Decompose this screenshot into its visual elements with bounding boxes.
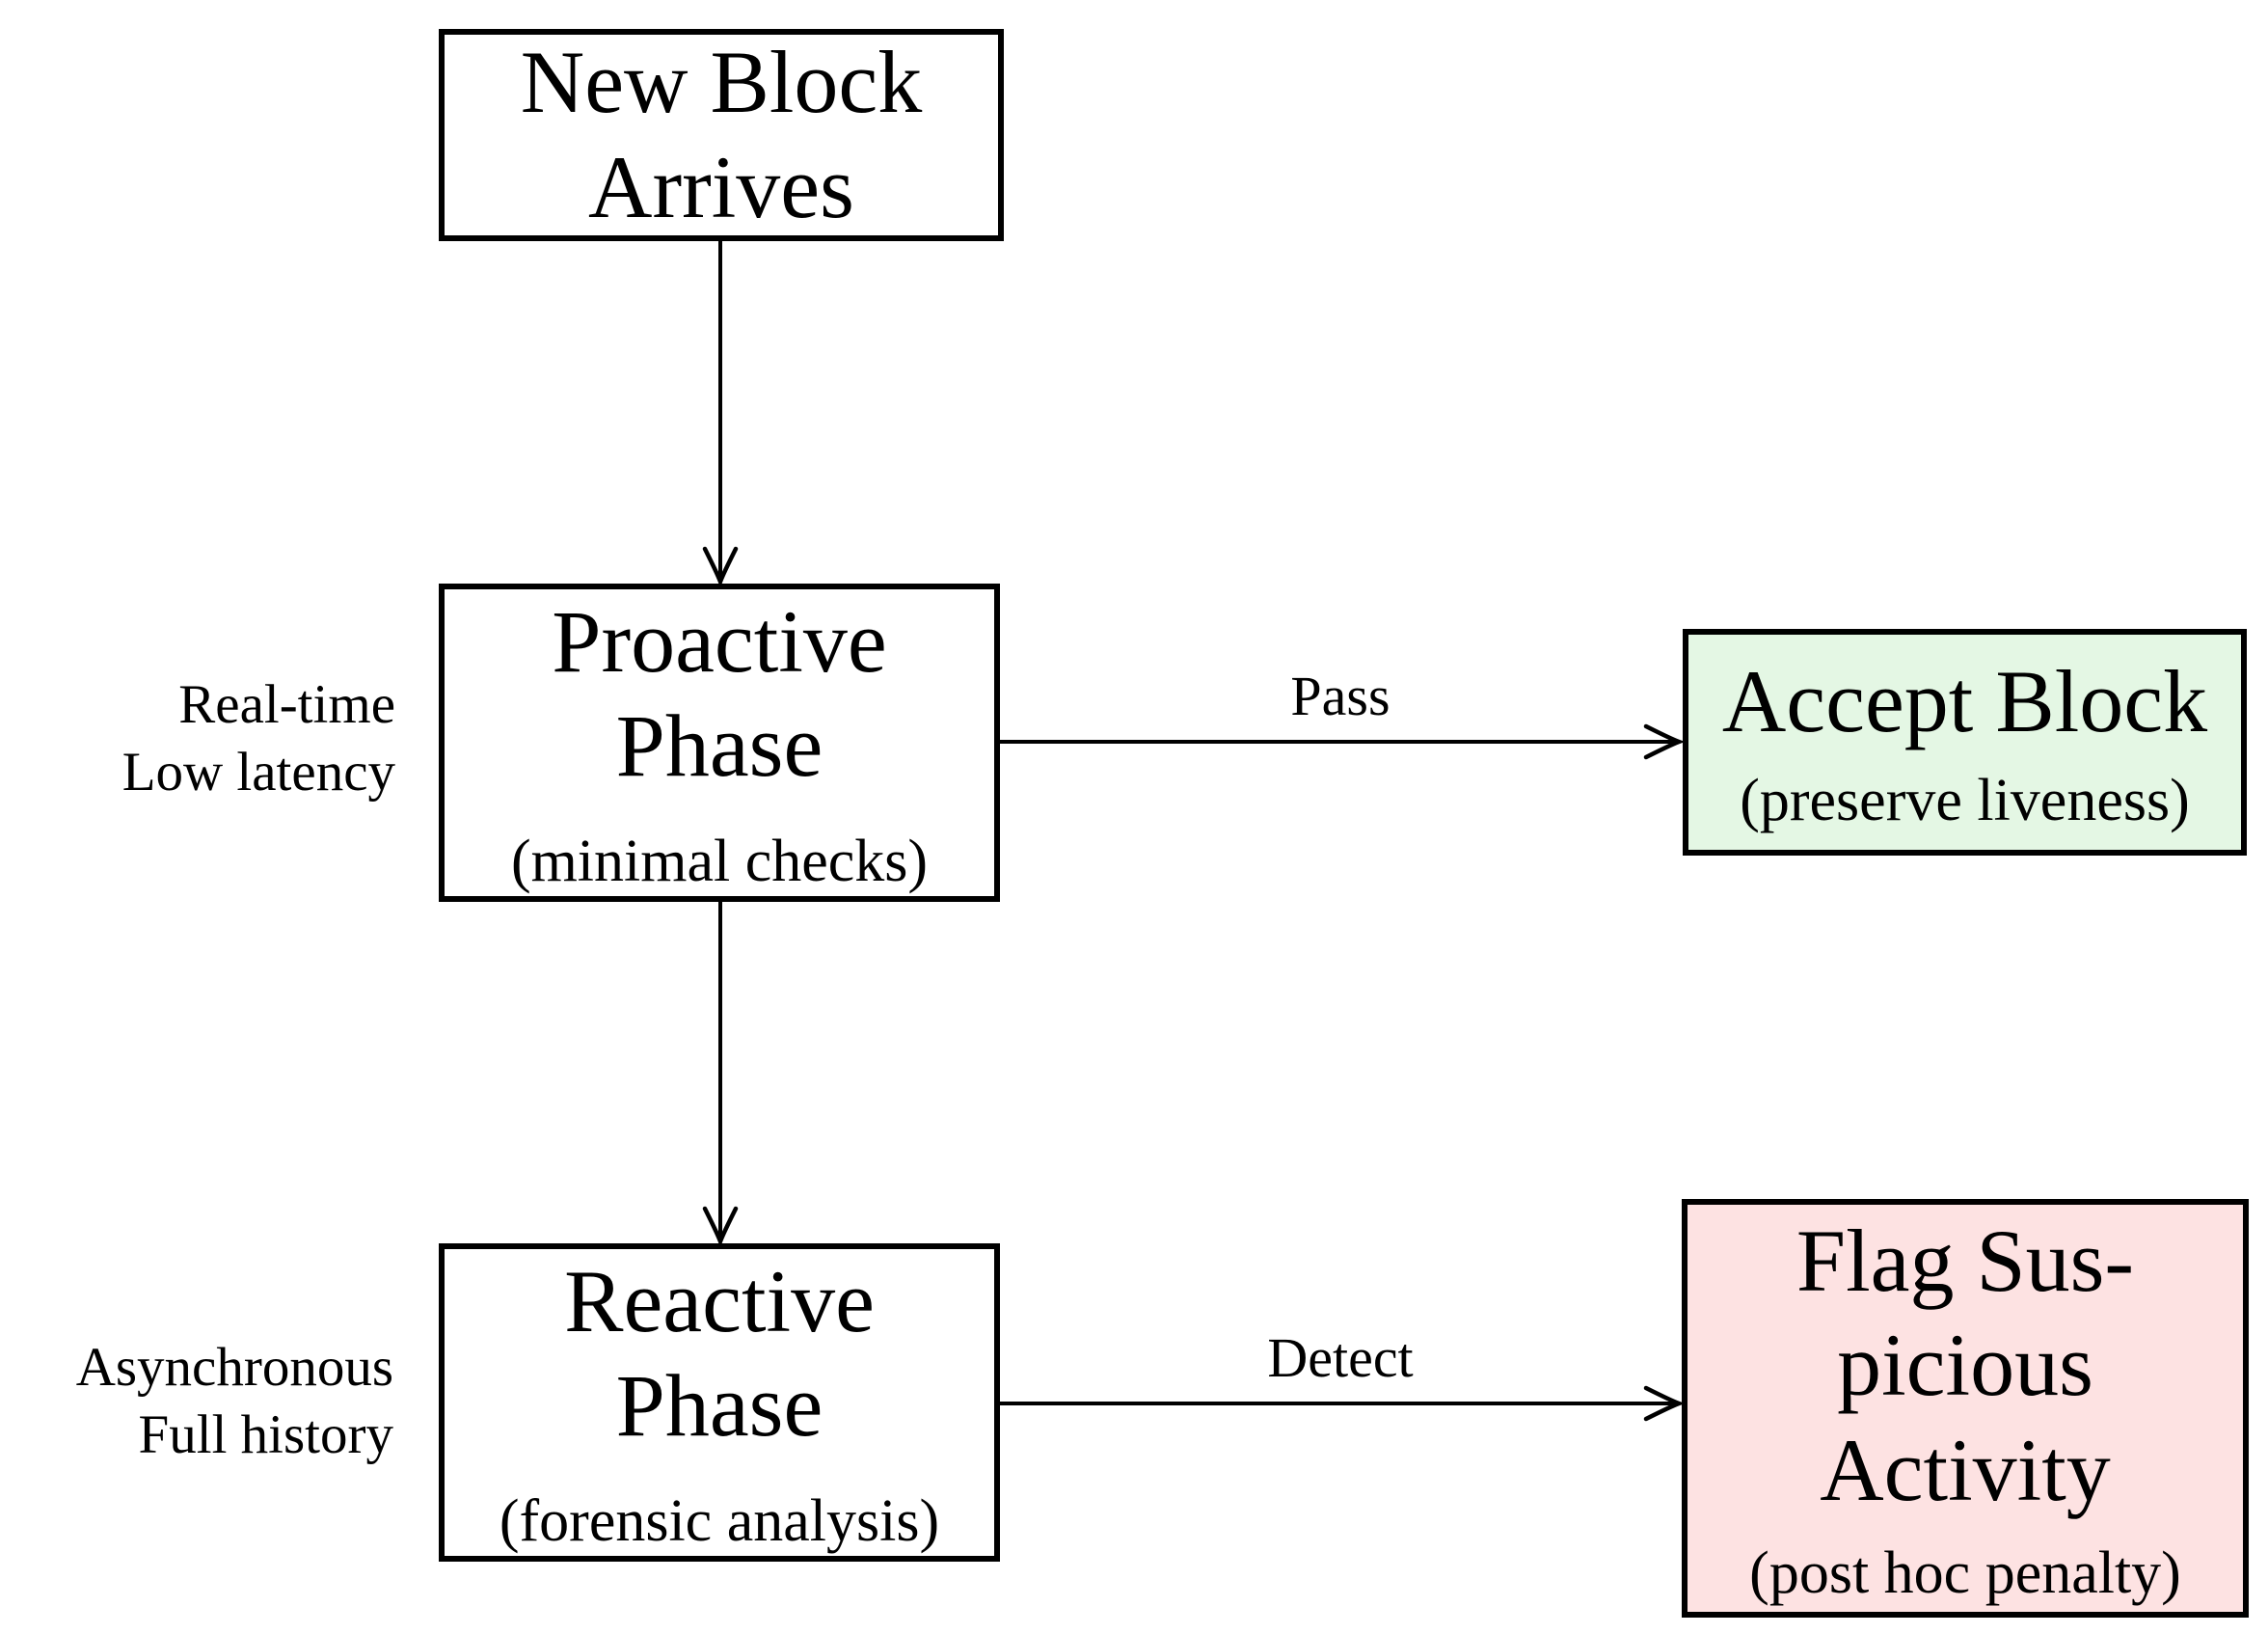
arrowhead-new-to-proactive <box>702 546 739 588</box>
annotation-reactive: Asynchronous Full history <box>10 1334 393 1468</box>
annotation-proactive: Real-time Low latency <box>44 671 395 805</box>
node-new-block: New Block Arrives <box>439 29 1004 241</box>
arrowhead-detect <box>1643 1385 1686 1422</box>
node-new-block-line2: Arrives <box>588 138 854 236</box>
node-flag-line2: picious <box>1837 1316 2093 1415</box>
edge-label-detect: Detect <box>1267 1326 1414 1389</box>
arrowhead-pass <box>1643 723 1686 760</box>
annotation-reactive-line2: Full history <box>138 1403 393 1465</box>
annotation-proactive-line1: Real-time <box>178 674 395 735</box>
node-flag-line1: Flag Sus- <box>1796 1211 2135 1310</box>
node-proactive-phase: Proactive Phase (minimal checks) <box>439 584 1000 902</box>
annotation-reactive-line1: Asynchronous <box>75 1337 393 1398</box>
annotation-proactive-line2: Low latency <box>122 741 395 803</box>
node-flag-line3: Activity <box>1820 1420 2111 1519</box>
node-proactive-subtitle: (minimal checks) <box>510 828 929 894</box>
node-accept-line1: Accept Block <box>1721 651 2208 750</box>
node-new-block-line1: New Block <box>520 33 923 132</box>
node-reactive-phase: Reactive Phase (forensic analysis) <box>439 1243 1000 1562</box>
node-proactive-line2: Phase <box>615 696 824 796</box>
node-reactive-line1: Reactive <box>564 1251 875 1350</box>
node-proactive-line1: Proactive <box>552 591 887 691</box>
node-reactive-subtitle: (forensic analysis) <box>499 1487 940 1554</box>
edge-label-pass: Pass <box>1290 665 1390 727</box>
node-flag-subtitle: (post hoc penalty) <box>1749 1540 2181 1607</box>
node-flag-suspicious-activity: Flag Sus- picious Activity (post hoc pen… <box>1682 1199 2249 1618</box>
node-accept-block: Accept Block (preserve liveness) <box>1683 629 2247 856</box>
node-reactive-line2: Phase <box>615 1356 824 1456</box>
node-accept-subtitle: (preserve liveness) <box>1740 768 2190 834</box>
arrowhead-proactive-to-reactive <box>702 1206 739 1248</box>
